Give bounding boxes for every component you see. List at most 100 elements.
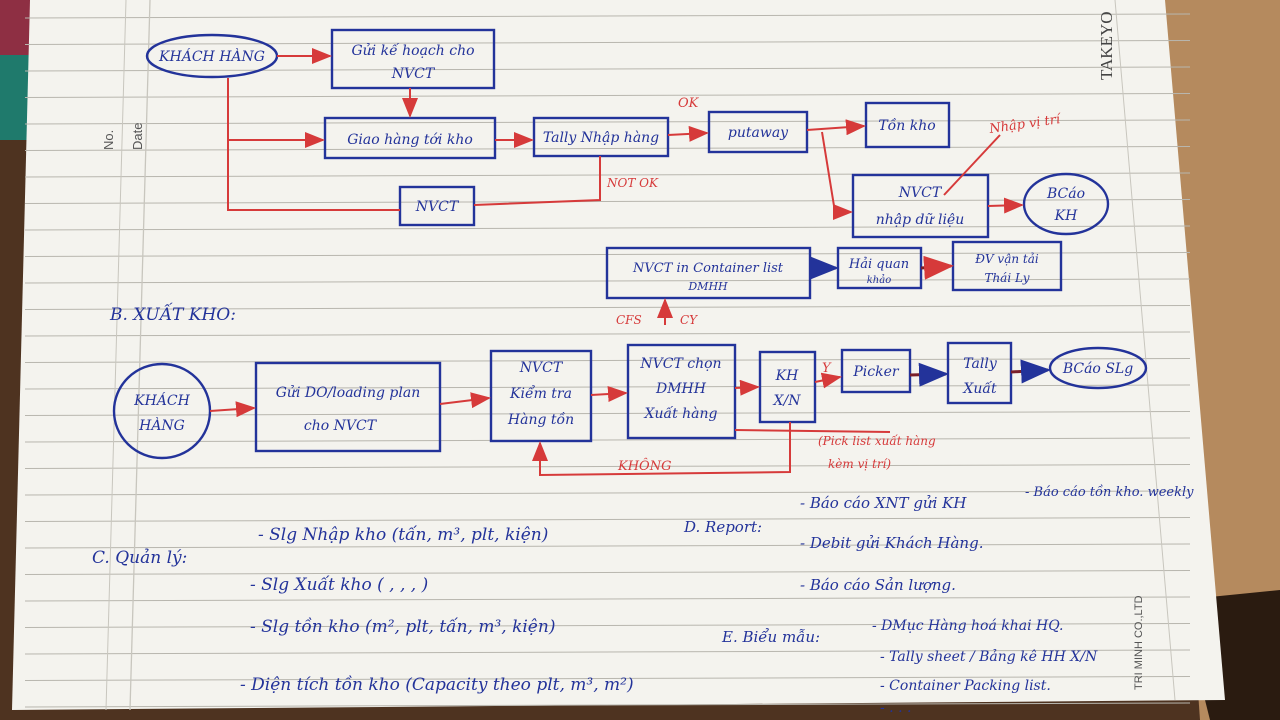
ruled-line (24, 384, 1191, 390)
customs-line1: Hải quan (848, 257, 909, 272)
ok-label: OK (678, 96, 700, 111)
transport-line2: Thái Ly (984, 271, 1029, 285)
nvct-box (398, 185, 476, 227)
print-container-line1: NVCT in Container list (632, 261, 784, 276)
report-item-3: - Debit gửi Khách Hàng. (800, 534, 983, 552)
tally-in-label: Tally Nhập hàng (543, 130, 659, 146)
print-container-line2: DMHH (687, 280, 728, 293)
ruled-line (24, 93, 1191, 98)
report-kh-line1: BCáo (1046, 186, 1085, 202)
ruled-line (24, 702, 1191, 708)
nvct-label: NVCT (415, 199, 460, 215)
ruled-line (24, 40, 1191, 45)
not-ok-label: NOT OK (606, 176, 659, 190)
send-plan-box (330, 28, 496, 90)
ruled-line (24, 146, 1191, 151)
kh-xn-line1: KH (775, 368, 799, 384)
wood-desk (1150, 0, 1280, 720)
ruled-line (24, 570, 1191, 575)
kh-xn-line2: X/N (773, 393, 802, 409)
ruled-line (24, 676, 1191, 681)
report-item-2: - Báo cáo tồn kho. weekly (1025, 484, 1194, 500)
nvct-check-line1: NVCT (519, 360, 564, 376)
send-do-line1: Gửi DO/loading plan (276, 384, 420, 401)
ruled-line (24, 305, 1191, 310)
export-customer-line1: KHÁCH (133, 391, 190, 409)
deliver-label: Giao hàng tới kho (347, 132, 473, 148)
picklist-line1: (Pick list xuất hàng (818, 433, 936, 448)
ruled-line (24, 358, 1191, 363)
ruled-line (24, 649, 1191, 655)
ruled-line (24, 331, 1191, 337)
customs-line2: khảo (867, 275, 891, 286)
picklist-line2: kèm vị trí) (828, 457, 891, 471)
form-item-2: - Tally sheet / Bảng kê HH X/N (880, 648, 1098, 665)
nvct-check-line3: Hàng tồn (507, 411, 574, 428)
ruled-line (24, 119, 1191, 125)
brand-label: TAKEYO (1097, 11, 1116, 80)
section-c-title: C. Quản lý: (92, 548, 187, 568)
send-do-line2: cho NVCT (304, 418, 378, 434)
stock-label: Tồn kho (878, 117, 935, 134)
company-label: TRI MINH CO.,LTD (1133, 595, 1145, 690)
send-plan-line1: Gửi kế hoạch cho (351, 42, 474, 59)
import-customer-label: KHÁCH HÀNG (158, 47, 265, 65)
ruled-line (24, 172, 1191, 178)
send-plan-line2: NVCT (391, 66, 436, 82)
send-do-box (254, 361, 442, 453)
picker-box (840, 348, 912, 394)
stock-box (864, 101, 951, 149)
margin-line (129, 0, 151, 711)
transport-line1: ĐV vận tải (974, 252, 1039, 266)
mgmt-item-2: - Slg Xuất kho ( , , , ) (250, 575, 428, 595)
date-label: Date (130, 123, 145, 150)
report-item-1: - Báo cáo XNT gửi KH (800, 494, 967, 512)
report-kh-node (1022, 172, 1110, 236)
report-item-4: - Báo cáo Sản lượng. (800, 576, 956, 594)
no-label: No. (101, 130, 116, 150)
form-item-4: - . . . (880, 700, 911, 716)
cfs-label: CFS (616, 313, 642, 327)
nvct-check-line2: Kiểm tra (509, 384, 572, 402)
report-out-label: BCáo SLg (1062, 361, 1133, 377)
ruled-line (24, 623, 1191, 628)
ruled-line (24, 490, 1191, 496)
form-item-1: - DMục Hàng hoá khai HQ. (872, 618, 1064, 634)
ruled-line (24, 596, 1191, 602)
mgmt-item-3: - Slg tồn kho (m², plt, tấn, m³, kiện) (250, 617, 555, 637)
ruled-lines (24, 13, 1191, 708)
export-customer-line2: HÀNG (138, 416, 185, 434)
export-arrows (209, 372, 891, 477)
putaway-box (707, 110, 809, 154)
mgmt-item-4: - Diện tích tồn kho (Capacity theo plt, … (240, 675, 634, 695)
ruled-line (24, 13, 1191, 19)
section-e-title: E. Biểu mẫu: (721, 628, 820, 646)
cy-label: CY (680, 313, 698, 327)
tally-out-line2: Xuất (962, 380, 997, 397)
section-b-title: B. XUẤT KHO: (109, 302, 236, 325)
nvct-enter-line1: NVCT (898, 185, 943, 201)
ruled-line (24, 411, 1191, 416)
nvct-enter-line2: nhập dữ liệu (876, 212, 964, 228)
nvct-choose-line1: NVCT chọn (639, 356, 721, 372)
ruled-line (24, 225, 1191, 231)
tally-out-line1: Tally (963, 356, 998, 372)
ruled-line (24, 543, 1191, 549)
import-arrows (227, 48, 1024, 325)
section-d-title: D. Report: (683, 518, 762, 536)
ruled-line (24, 66, 1191, 72)
putaway-label: putaway (728, 125, 789, 141)
no-label-export: KHÔNG (617, 457, 671, 474)
ruled-line (24, 517, 1191, 522)
kh-xn-box (758, 350, 817, 424)
ruled-line (24, 437, 1191, 443)
ruled-line (24, 464, 1191, 469)
notebook-page (12, 0, 1225, 710)
mgmt-item-1: - Slg Nhập kho (tấn, m³, plt, kiện) (258, 525, 548, 545)
report-kh-line2: KH (1054, 208, 1078, 224)
nvct-choose-line3: Xuất hàng (644, 405, 718, 422)
yes-label: Y (822, 361, 832, 376)
form-item-3: - Container Packing list. (880, 678, 1051, 694)
nvct-choose-line2: DMHH (655, 381, 707, 397)
